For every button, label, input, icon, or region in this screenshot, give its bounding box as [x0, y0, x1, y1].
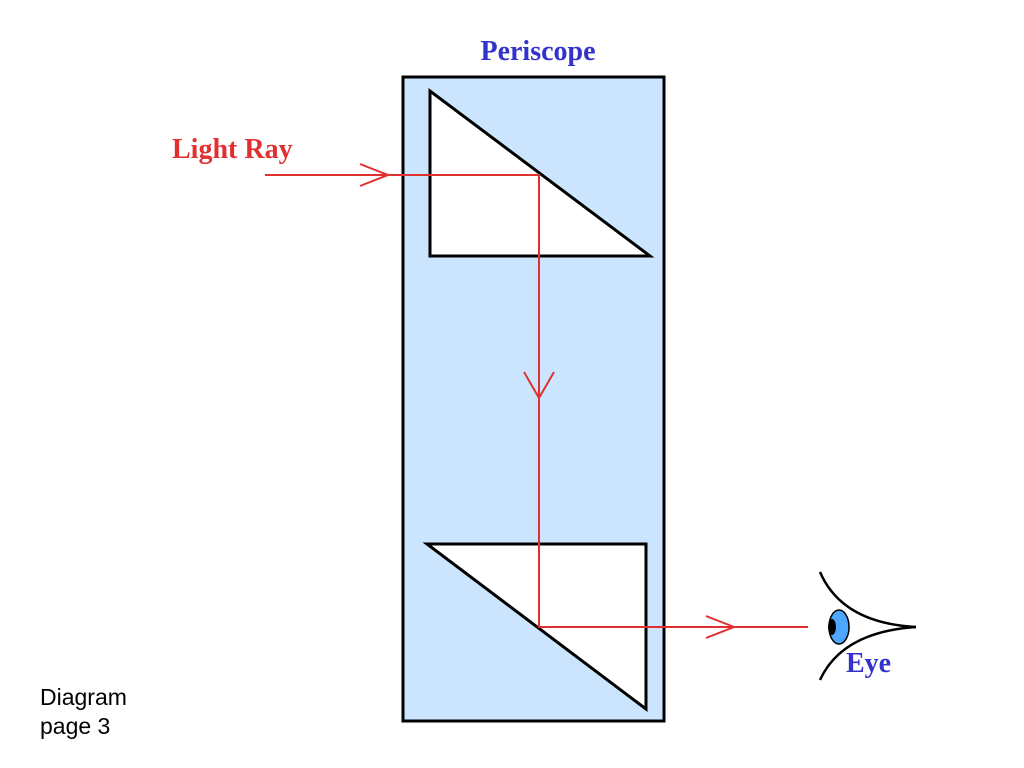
ray-arrow-in-icon: [359, 163, 391, 187]
page-caption: Diagram page 3: [40, 683, 127, 741]
eye-upper-lid: [818, 571, 917, 629]
eye-icon: [818, 571, 917, 681]
ray-arrow-out-icon: [705, 615, 737, 639]
light-ray-label: Light Ray: [172, 134, 293, 165]
caption-line-2: page 3: [40, 713, 111, 739]
eye-pupil: [828, 619, 836, 635]
eye-label: Eye: [846, 648, 891, 679]
ray-arrow-down-icon: [523, 371, 555, 401]
eye-lower-lid: [818, 625, 917, 681]
diagram-title: Periscope: [480, 36, 595, 67]
light-ray-path: [265, 174, 808, 628]
caption-line-1: Diagram: [40, 684, 127, 710]
